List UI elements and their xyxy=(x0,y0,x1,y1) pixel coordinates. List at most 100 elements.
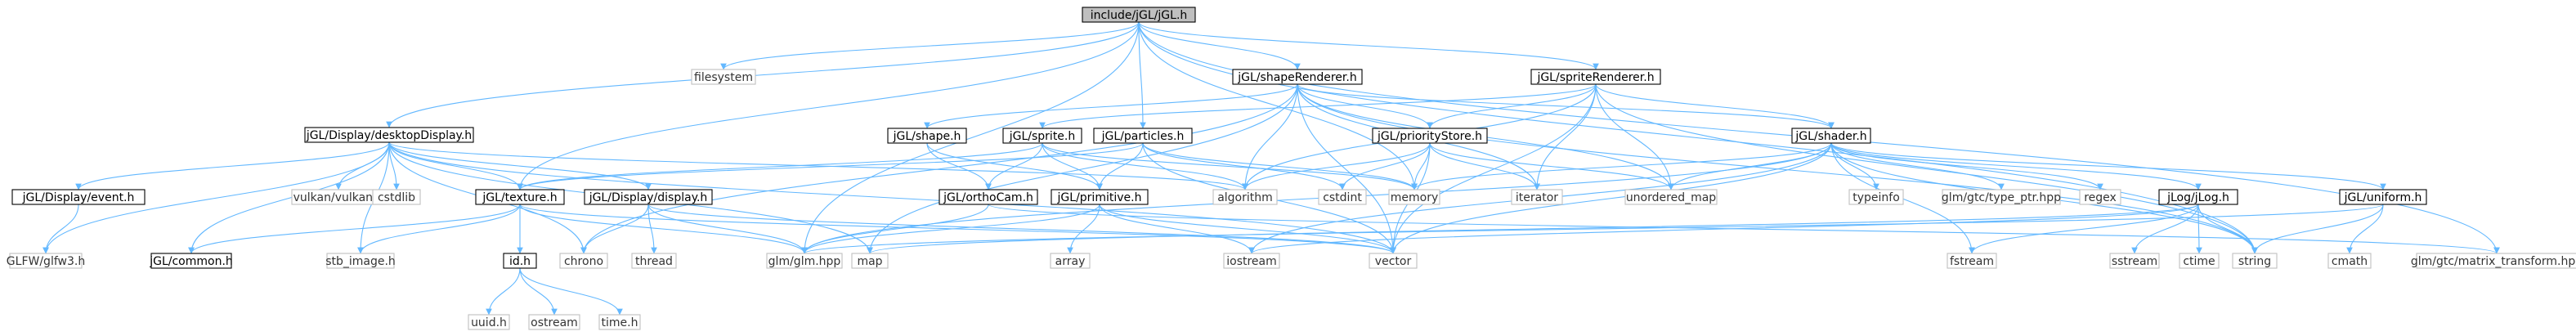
edge-root-to-glm xyxy=(801,21,1140,254)
edge-desktopDisplay-to-event xyxy=(75,141,390,190)
edges-layer xyxy=(43,21,2500,316)
node-event[interactable]: jGL/Display/event.h xyxy=(11,189,146,205)
node-fstream: fstream xyxy=(1947,253,1997,269)
node-shape[interactable]: jGL/shape.h xyxy=(887,128,967,144)
node-label-priorityStore: jGL/priorityStore.h xyxy=(1377,130,1482,143)
node-box-fstream xyxy=(1947,253,1997,269)
node-id[interactable]: id.h xyxy=(503,253,537,269)
node-type_ptr: glm/gtc/type_ptr.hpp xyxy=(1942,189,2061,205)
node-box-ctime xyxy=(2179,253,2220,269)
node-cmath: cmath xyxy=(2327,253,2372,269)
node-array: array xyxy=(1050,253,1091,269)
node-box-cstdlib xyxy=(372,189,421,205)
node-label-uuid: uuid.h xyxy=(471,316,507,329)
edge-root-to-particles xyxy=(1138,21,1146,129)
node-label-shapeRenderer: jGL/shapeRenderer.h xyxy=(1237,71,1356,84)
edge-root-to-memory xyxy=(1138,21,1418,190)
node-particles[interactable]: jGL/particles.h xyxy=(1093,128,1193,144)
node-texture[interactable]: jGL/texture.h xyxy=(475,189,565,205)
node-primitive[interactable]: jGL/primitive.h xyxy=(1051,189,1149,205)
node-orthoCam[interactable]: jGL/orthoCam.h xyxy=(939,189,1038,205)
node-label-fstream: fstream xyxy=(1950,255,1994,268)
node-box-root xyxy=(1082,7,1196,23)
edge-shader-to-vector xyxy=(1390,142,1832,254)
edge-shader-to-glm xyxy=(801,142,1832,254)
edge-shapeRenderer-to-algorithm xyxy=(1242,83,1298,190)
edge-sprite-to-texture xyxy=(517,142,1043,190)
node-box-vector xyxy=(1369,253,1418,269)
node-stb_image: stb_image.h xyxy=(325,253,396,269)
node-label-vector: vector xyxy=(1375,255,1412,268)
node-root[interactable]: include/jGL/jGL.h xyxy=(1082,7,1196,23)
node-box-shapeRenderer xyxy=(1232,69,1363,85)
node-box-glm xyxy=(766,253,843,269)
node-box-uuid xyxy=(468,314,510,330)
node-box-iterator xyxy=(1511,189,1563,205)
edge-spriteRenderer-to-sprite xyxy=(1039,83,1597,129)
node-label-cstdlib: cstdlib xyxy=(378,191,415,204)
edge-priorityStore-to-algorithm xyxy=(1242,142,1431,190)
node-label-spriteRenderer: jGL/spriteRenderer.h xyxy=(1536,71,1654,84)
edge-shapeRenderer-to-shader xyxy=(1297,83,1835,129)
node-label-cstdint: cstdint xyxy=(1323,191,1362,204)
node-priorityStore[interactable]: jGL/priorityStore.h xyxy=(1372,128,1488,144)
edge-primitive-to-iostream xyxy=(1099,204,1255,254)
node-label-time: time.h xyxy=(602,316,638,329)
node-label-thread: thread xyxy=(635,255,673,268)
node-box-filesystem xyxy=(691,69,756,85)
node-shapeRenderer[interactable]: jGL/shapeRenderer.h xyxy=(1232,69,1363,85)
node-label-vulkan: vulkan/vulkan.h xyxy=(293,191,384,204)
node-label-uniform: jGL/uniform.h xyxy=(2344,191,2422,204)
edge-desktopDisplay-to-texture xyxy=(388,141,523,190)
node-label-sprite: jGL/sprite.h xyxy=(1009,130,1076,143)
edge-shader-to-jLog xyxy=(1830,142,2202,190)
node-matrix_transform: glm/gtc/matrix_transform.hpp xyxy=(2411,253,2576,269)
node-vulkan: vulkan/vulkan.h xyxy=(291,189,386,205)
edge-display-to-glm xyxy=(647,204,808,254)
edge-uniform-to-cmath xyxy=(2346,204,2384,254)
node-label-desktopDisplay: jGL/Display/desktopDisplay.h xyxy=(306,129,472,142)
node-box-regex xyxy=(2079,189,2121,205)
node-label-event: jGL/Display/event.h xyxy=(22,191,135,204)
node-box-common xyxy=(150,253,232,269)
node-filesystem: filesystem xyxy=(691,69,756,85)
node-box-chrono xyxy=(559,253,608,269)
node-ostream: ostream xyxy=(528,314,580,330)
node-label-unordered_map: unordered_map xyxy=(1626,191,1716,204)
node-common[interactable]: jGL/common.h xyxy=(149,253,233,269)
node-box-sstream xyxy=(2109,253,2160,269)
node-spriteRenderer[interactable]: jGL/spriteRenderer.h xyxy=(1530,69,1661,85)
edge-shader-to-regex xyxy=(1830,142,2103,190)
edge-uniform-to-string xyxy=(2251,204,2384,254)
node-label-string: string xyxy=(2238,255,2271,268)
node-chrono: chrono xyxy=(559,253,608,269)
node-box-array xyxy=(1050,253,1091,269)
node-box-primitive xyxy=(1051,189,1149,205)
node-box-stb_image xyxy=(326,253,395,269)
edge-priorityStore-to-iterator xyxy=(1429,142,1540,190)
node-label-map: map xyxy=(857,255,882,268)
node-label-orthoCam: jGL/orthoCam.h xyxy=(943,191,1033,204)
node-shader[interactable]: jGL/shader.h xyxy=(1791,128,1871,144)
edge-spriteRenderer-to-iterator xyxy=(1534,83,1597,190)
edge-event-to-glfw3 xyxy=(43,204,79,254)
node-box-time xyxy=(598,314,641,330)
node-box-spriteRenderer xyxy=(1530,69,1661,85)
edge-sprite-to-memory xyxy=(1042,142,1418,190)
node-box-shape xyxy=(887,128,967,144)
node-display[interactable]: jGL/Display/display.h xyxy=(584,189,713,205)
node-label-stb_image: stb_image.h xyxy=(325,255,396,268)
node-label-glm: glm/glm.hpp xyxy=(768,255,841,268)
node-cstdlib: cstdlib xyxy=(372,189,421,205)
edge-primitive-to-glm xyxy=(801,204,1100,254)
node-jLog[interactable]: jLog/jLog.h xyxy=(2158,189,2238,205)
edge-particles-to-cstdint xyxy=(1142,142,1346,190)
node-box-cmath xyxy=(2327,253,2372,269)
node-label-shader: jGL/shader.h xyxy=(1794,130,1866,143)
node-label-iostream: iostream xyxy=(1226,255,1277,268)
node-sprite[interactable]: jGL/sprite.h xyxy=(1002,128,1082,144)
node-desktopDisplay[interactable]: jGL/Display/desktopDisplay.h xyxy=(304,127,474,143)
node-label-root: include/jGL/jGL.h xyxy=(1091,9,1188,22)
node-uniform[interactable]: jGL/uniform.h xyxy=(2339,189,2427,205)
node-box-event xyxy=(11,189,146,205)
